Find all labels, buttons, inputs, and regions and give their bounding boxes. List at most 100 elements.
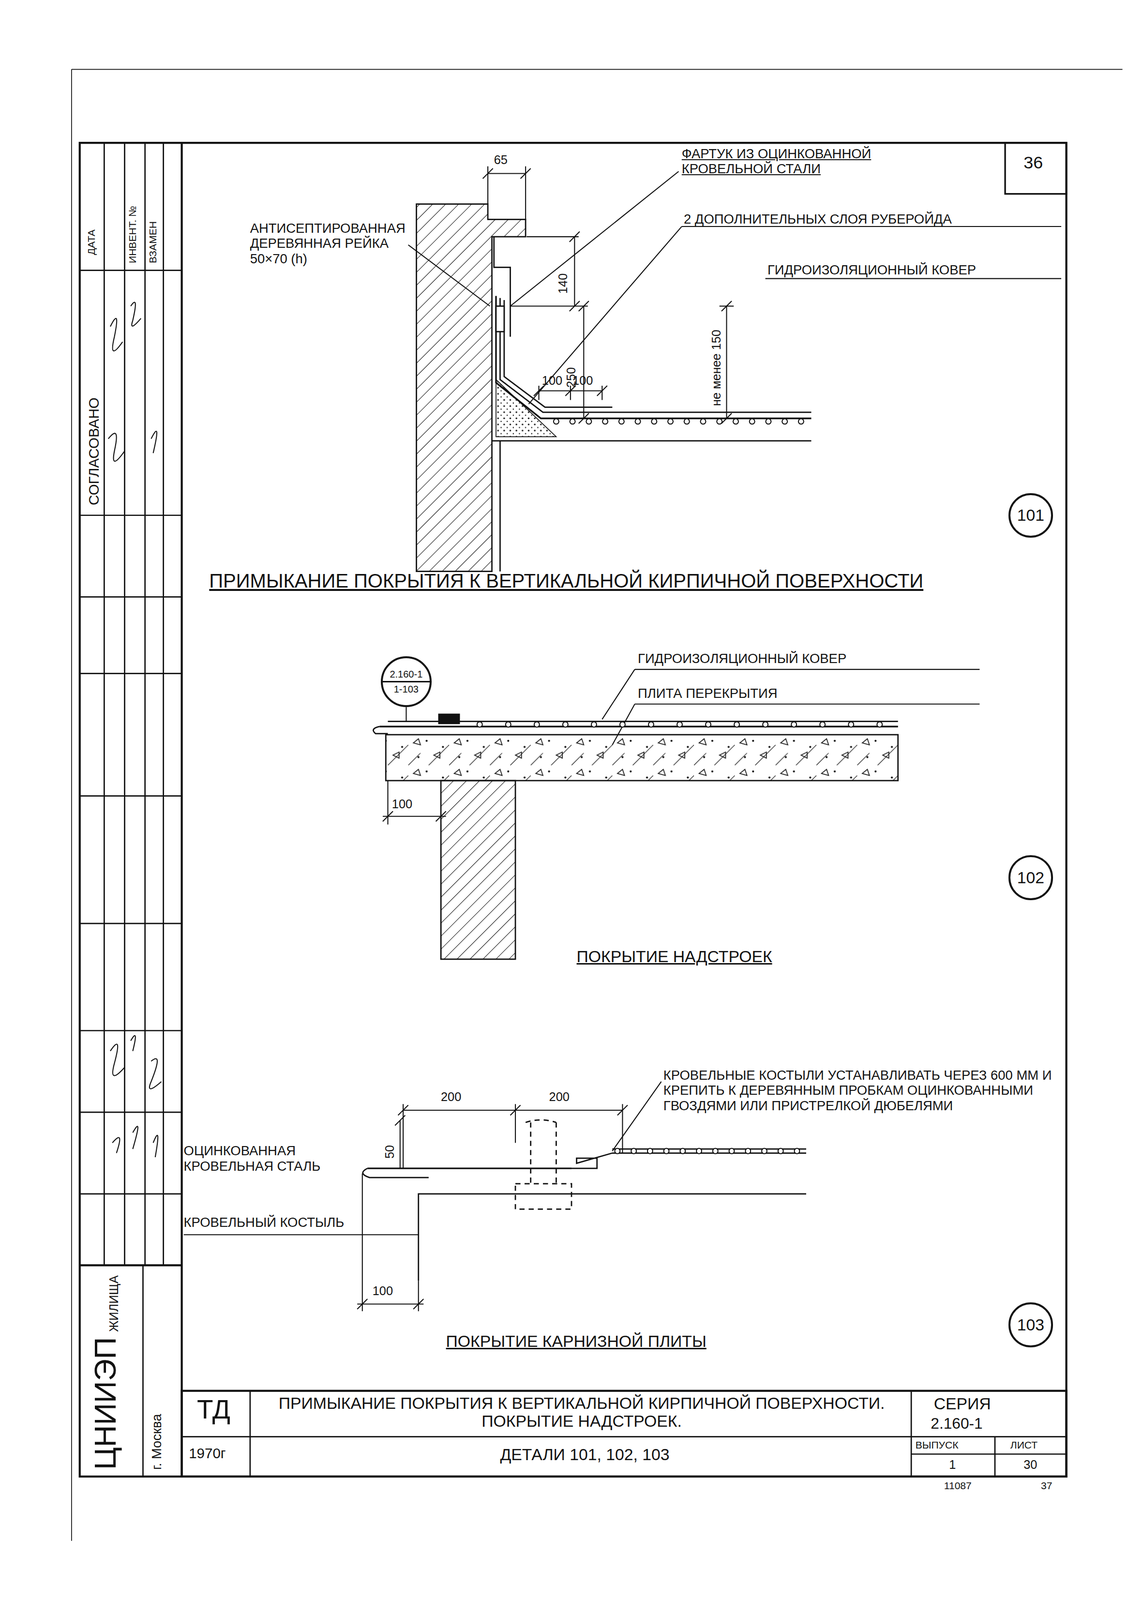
drawing-label: 200: [440, 1089, 462, 1104]
drawing-label: ДЕТАЛИ 101, 102, 103: [499, 1444, 670, 1464]
drawing-label: ГИДРОИЗОЛЯЦИОННЫЙ КОВЕР: [767, 262, 977, 278]
gravel-dot: [749, 418, 755, 424]
gravel-dot: [798, 418, 804, 424]
sheet-title: ПРИМЫКАНИЕ ПОКРЫТИЯ К ВЕРТИКАЛЬНОЙ КИРПИ…: [256, 1394, 906, 1430]
detail-103-drawing: [183, 1081, 807, 1311]
gravel-dot: [782, 418, 788, 424]
drawing-label: 2.160-1: [930, 1414, 983, 1432]
circle-text: 2.160-1: [389, 668, 423, 680]
drawing-label: 100: [391, 797, 413, 812]
gravel-dot: [663, 1148, 670, 1154]
drawing-label: КРОВЕЛЬНЫЙ КОСТЫЛЬ: [183, 1214, 345, 1231]
gravel-dot: [505, 721, 512, 727]
gravel-dot: [679, 1148, 686, 1154]
gravel-dot: [631, 1148, 637, 1154]
detail-number-circle: 103: [1008, 1302, 1054, 1348]
gravel-dot: [791, 721, 797, 727]
gravel-dressing: [477, 418, 883, 1154]
gravel-dot: [477, 721, 483, 727]
gravel-dot: [570, 418, 576, 424]
gravel-dot: [745, 1148, 751, 1154]
gravel-dot: [848, 721, 854, 727]
drawing-label: АНТИСЕПТИРОВАННАЯ ДЕРЕВЯННАЯ РЕЙКА 50×70…: [250, 220, 419, 267]
drawing-label: 1: [948, 1457, 956, 1472]
detail-number-circle: 102: [1008, 855, 1054, 901]
reference-circle: 2.160-1 1-103: [380, 656, 432, 707]
vertical-label: ИНВЕНТ. №: [126, 206, 139, 264]
drawing-label: 100: [372, 1283, 393, 1298]
circle-divider: [382, 680, 430, 683]
gravel-dot: [591, 721, 597, 727]
vertical-label: г. Москва: [149, 1413, 165, 1470]
drawing-label: КРОВЕЛЬНЫЕ КОСТЫЛИ УСТАНАВЛИВАТЬ ЧЕРЕЗ 6…: [663, 1067, 1067, 1114]
gravel-dot: [635, 418, 641, 424]
gravel-dot: [618, 418, 625, 424]
gravel-dot: [876, 721, 883, 727]
gravel-dot: [733, 418, 739, 424]
circle-text: 103: [1017, 1315, 1045, 1334]
drawing-label: ГИДРОИЗОЛЯЦИОННЫЙ КОВЕР: [637, 650, 847, 667]
vertical-label: не менее 150: [709, 329, 724, 407]
circle-text: 101: [1017, 506, 1045, 525]
drawing-label: 11087: [944, 1479, 972, 1492]
gravel-dot: [794, 1148, 800, 1154]
gravel-dot: [696, 1148, 702, 1154]
gravel-dot: [700, 418, 707, 424]
drawing-label: 30: [1023, 1457, 1038, 1472]
drawing-label: 100: [541, 373, 563, 388]
vertical-label: 140: [556, 273, 571, 294]
gravel-dot: [761, 1148, 768, 1154]
detail-101-drawing: [408, 166, 1062, 572]
drawing-label: ПРИМЫКАНИЕ ПОКРЫТИЯ К ВЕРТИКАЛЬНОЙ КИРПИ…: [209, 569, 924, 592]
drawing-label: 2 ДОПОЛНИТЕЛЬНЫХ СЛОЯ РУБЕРОЙДА: [683, 211, 952, 227]
gravel-dot: [716, 418, 722, 424]
gravel-dot: [729, 1148, 735, 1154]
gravel-dot: [553, 418, 559, 424]
gravel-dot: [586, 418, 592, 424]
gravel-dot: [667, 418, 674, 424]
gravel-dot: [602, 418, 608, 424]
sheet-frame: [71, 69, 1123, 1541]
drawing-label: ВЫПУСК: [915, 1439, 959, 1451]
drawing-label: ПОКРЫТИЕ НАДСТРОЕК: [576, 947, 773, 966]
gravel-dot: [651, 418, 657, 424]
detail-102-drawing: [373, 669, 980, 960]
drawing-label: 100: [572, 373, 593, 388]
vertical-label: СОГЛАСОВАНО: [85, 397, 103, 506]
gravel-dot: [705, 721, 711, 727]
drawing-label: 200: [549, 1089, 570, 1104]
drawing-label: ТД: [196, 1394, 231, 1425]
drawing-label: 1970г: [188, 1444, 226, 1462]
gravel-dot: [534, 721, 540, 727]
gravel-dot: [562, 721, 569, 727]
gravel-dot: [765, 418, 771, 424]
gravel-dot: [778, 1148, 784, 1154]
gravel-dot: [648, 721, 654, 727]
gravel-dot: [619, 721, 626, 727]
vertical-label: ЖИЛИЩА: [106, 1275, 121, 1332]
gravel-dot: [647, 1148, 653, 1154]
gravel-dot: [684, 418, 690, 424]
drawing-label: ПОКРЫТИЕ КАРНИЗНОЙ ПЛИТЫ: [446, 1331, 707, 1351]
drawing-label: 65: [494, 152, 508, 167]
gravel-dot: [676, 721, 683, 727]
gravel-dot: [819, 721, 826, 727]
drawing-label: ОЦИНКОВАННАЯ КРОВЕЛЬНАЯ СТАЛЬ: [183, 1143, 389, 1174]
drawing-label: ЛИСТ: [1010, 1439, 1038, 1451]
gravel-dot: [762, 721, 768, 727]
vertical-label: ЦНИИЭП: [87, 1337, 123, 1470]
gravel-dot: [614, 1148, 620, 1154]
drawing-label: ПЛИТА ПЕРЕКРЫТИЯ: [637, 685, 778, 702]
drawing-label: СЕРИЯ: [933, 1394, 992, 1414]
vertical-label: 50: [382, 1144, 397, 1159]
vertical-label: ДАТА: [85, 229, 98, 256]
vertical-label: ВЗАМЕН: [147, 221, 159, 264]
gravel-dot: [734, 721, 740, 727]
circle-text: 102: [1017, 868, 1045, 887]
detail-number-circle: 101: [1008, 493, 1054, 539]
drawing-label: 36: [1023, 152, 1043, 173]
drawing-label: 37: [1040, 1479, 1053, 1492]
circle-text: 1-103: [393, 683, 419, 695]
